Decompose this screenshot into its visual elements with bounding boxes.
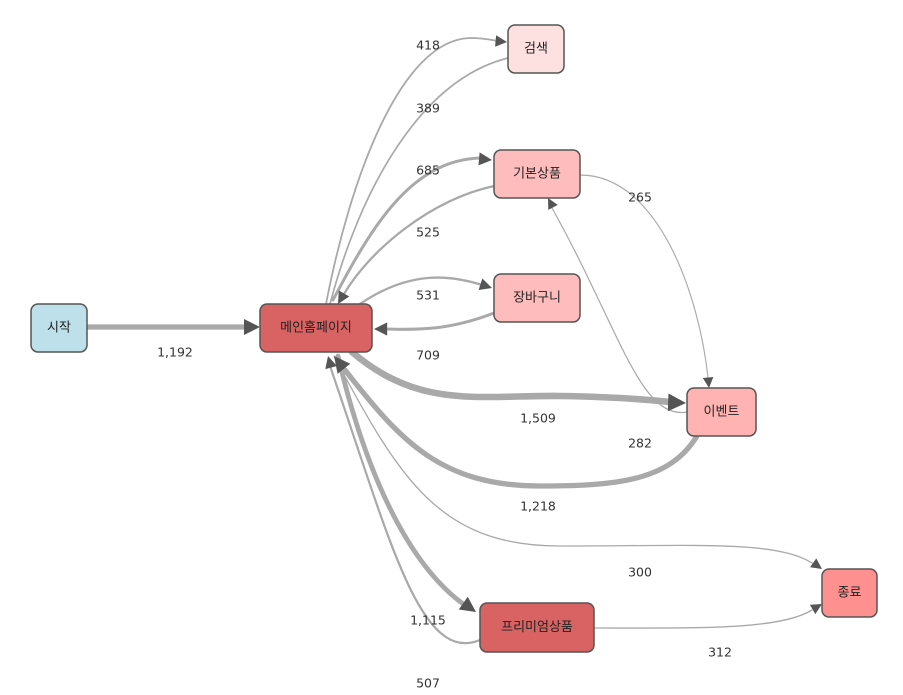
node-basic[interactable]: 기본상품: [493, 149, 581, 199]
arrowhead-icon: [478, 278, 492, 291]
edge-label-basic-event: 265: [628, 190, 652, 205]
edge-premium-main: [328, 364, 482, 645]
arrowhead-icon: [458, 596, 476, 612]
node-end[interactable]: 종료: [821, 568, 878, 618]
edge-main-cart: [358, 276, 484, 306]
edge-labels: 1,192 418 389 685 525 531 709 1,509 1,218 265 282 3…: [157, 38, 732, 691]
arrowhead-icon: [495, 35, 507, 47]
edge-label-premium-main: 507: [416, 676, 440, 691]
node-label: 종료: [838, 586, 862, 601]
node-label: 기본상품: [513, 167, 561, 182]
arrowhead-icon: [244, 319, 260, 335]
edge-premium-end: [593, 609, 813, 629]
edge-main-basic: [331, 156, 482, 302]
node-label: 검색: [524, 42, 548, 57]
edge-main-search: [325, 37, 499, 305]
edge-label-main-cart: 531: [416, 288, 440, 303]
arrowhead-icon: [809, 604, 822, 615]
node-event[interactable]: 이벤트: [686, 387, 757, 437]
node-search[interactable]: 검색: [507, 24, 565, 74]
arrowhead-icon: [334, 356, 351, 374]
arrowhead-icon: [702, 377, 714, 388]
edge-search-main: [329, 57, 509, 305]
edge-label-basic-main: 525: [416, 225, 440, 240]
node-cart[interactable]: 장바구니: [493, 273, 581, 323]
edge-label-main-search: 418: [416, 38, 440, 53]
edges: [85, 37, 816, 645]
node-label: 메인홈페이지: [280, 321, 352, 336]
node-main[interactable]: 메인홈페이지: [259, 303, 373, 353]
arrowhead-icon: [325, 356, 337, 370]
edge-label-main-premium: 1,115: [410, 613, 446, 628]
edge-label-main-end: 300: [628, 565, 652, 580]
edge-label-main-basic: 685: [416, 163, 440, 178]
node-box: [686, 387, 757, 437]
edge-label-start-main: 1,192: [157, 345, 193, 360]
edge-basic-main: [342, 184, 496, 296]
edge-basic-event: [579, 174, 709, 379]
node-label: 장바구니: [513, 291, 561, 306]
arrowheads: [244, 35, 822, 615]
node-box: [493, 273, 581, 323]
node-box: [30, 303, 88, 353]
node-label: 프리미엄상품: [501, 620, 573, 635]
node-box: [259, 303, 373, 353]
arrowhead-icon: [667, 393, 686, 412]
node-box: [507, 24, 565, 74]
edge-label-premium-end: 312: [708, 645, 732, 660]
arrowhead-icon: [548, 198, 558, 210]
edge-main-end: [333, 355, 816, 566]
edge-main-event: [348, 348, 674, 406]
node-label: 시작: [47, 321, 71, 336]
edge-event-main: [342, 367, 700, 489]
arrowhead-icon: [478, 152, 492, 166]
arrowhead-icon: [338, 290, 350, 304]
edge-main-premium: [335, 353, 469, 609]
node-premium[interactable]: 프리미엄상품: [479, 602, 595, 653]
node-start[interactable]: 시작: [30, 303, 88, 353]
arrowhead-icon: [374, 322, 388, 336]
edge-label-event-main: 1,218: [520, 499, 556, 514]
node-box: [493, 149, 581, 199]
edge-cart-main: [384, 311, 496, 331]
edge-label-search-main: 389: [416, 101, 440, 116]
node-box: [479, 602, 595, 653]
edge-label-cart-main: 709: [416, 348, 440, 363]
edge-event-basic: [551, 207, 688, 414]
node-box: [821, 568, 878, 618]
arrowhead-icon: [810, 558, 822, 569]
edge-label-main-event: 1,509: [520, 411, 556, 426]
edge-label-event-basic: 282: [628, 436, 652, 451]
node-label: 이벤트: [704, 405, 740, 420]
